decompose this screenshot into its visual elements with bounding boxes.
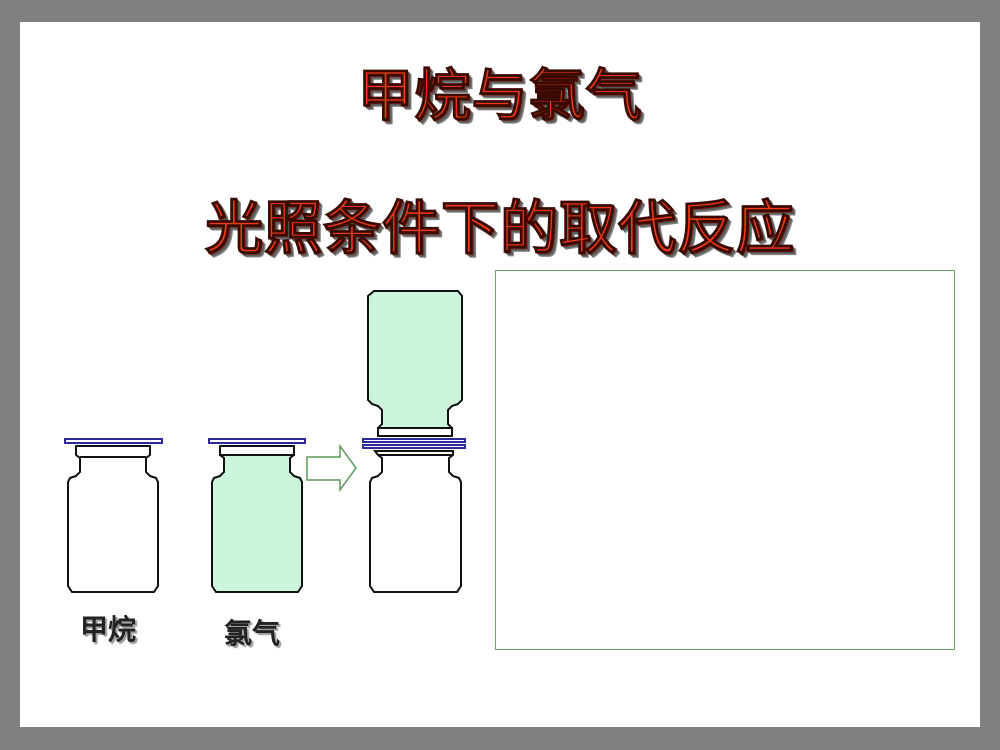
- inverted-chlorine-jar: [367, 290, 463, 437]
- result-box: [495, 270, 955, 650]
- right-arrow-icon: [306, 443, 357, 493]
- jar-body: [211, 445, 303, 593]
- jar-lid: [64, 438, 163, 444]
- jar-body: [67, 445, 159, 593]
- methane-label: 甲烷: [80, 613, 137, 646]
- jar-lid: [208, 438, 306, 444]
- methane-jar-bottom: [369, 450, 462, 593]
- slide-title: 甲烷与氯气: [357, 64, 643, 130]
- methane-jar: [64, 438, 163, 593]
- jar-lid: [362, 444, 466, 449]
- slide-subtitle: 光照条件下的取代反应: [204, 194, 795, 263]
- chlorine-label: 氯气: [224, 617, 281, 650]
- chlorine-jar: [208, 438, 306, 593]
- jar-lid: [362, 438, 466, 443]
- combined-jars: [362, 290, 466, 593]
